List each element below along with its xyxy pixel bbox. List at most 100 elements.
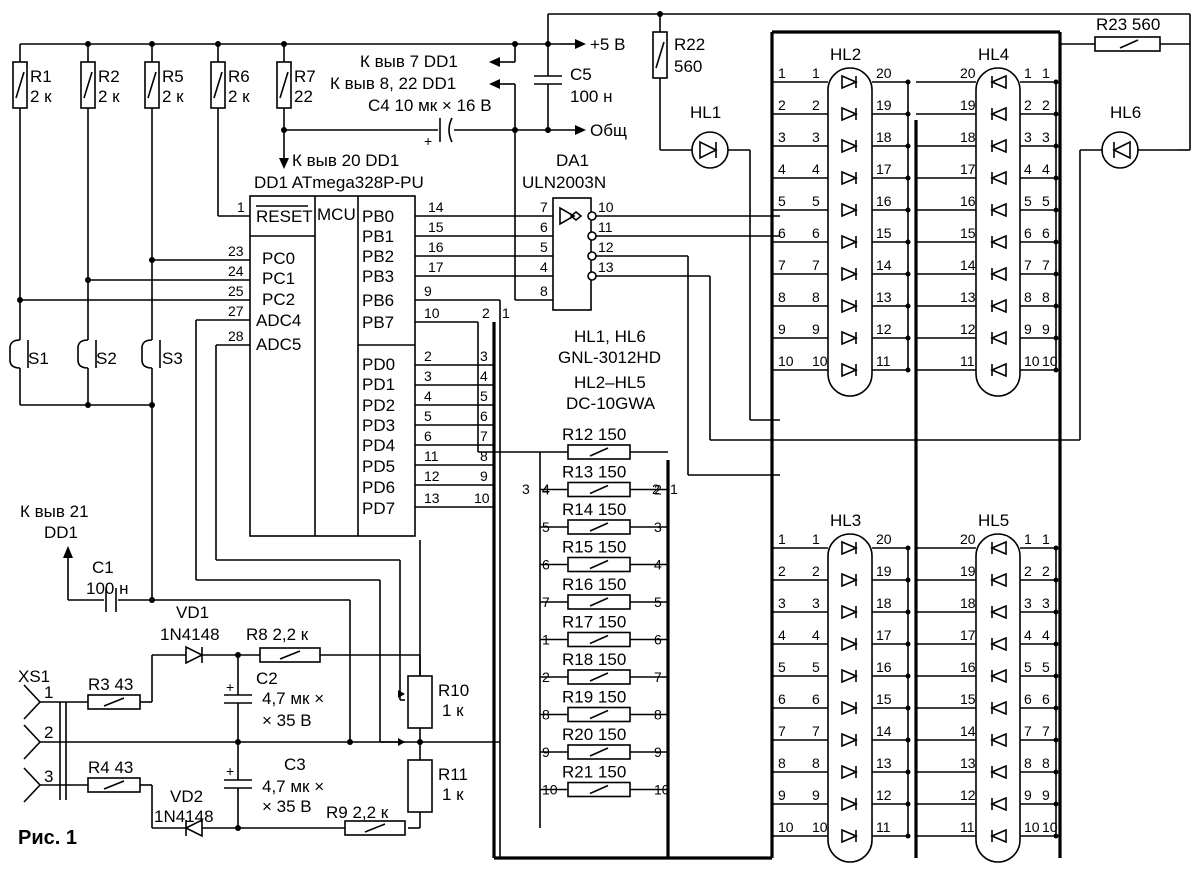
pc0-name: PC0 xyxy=(262,249,295,268)
array-right-num: 4 xyxy=(654,557,662,573)
pin-num: 8 xyxy=(1042,289,1050,305)
led-diode xyxy=(989,732,1007,748)
array-left-num: 6 xyxy=(542,557,550,573)
array-left-num: 4 xyxy=(542,482,550,498)
pin-num: 8 xyxy=(778,755,786,771)
pin-num: 19 xyxy=(876,97,892,113)
pin-num: 1 xyxy=(812,531,820,547)
array-right-num: 2 xyxy=(654,482,662,498)
pin-num: 10 xyxy=(812,353,828,369)
pin-23: 23 xyxy=(228,243,244,259)
led-diode xyxy=(841,362,859,378)
pd6-name: PD6 xyxy=(362,478,395,497)
array-right-num: 9 xyxy=(654,744,662,760)
pin-num: 4 xyxy=(778,161,786,177)
vd2-val: 1N4148 xyxy=(154,807,214,826)
da1-part: ULN2003N xyxy=(522,173,606,192)
r23-label: R23 560 xyxy=(1096,15,1160,34)
pin-num: 6 xyxy=(812,691,820,707)
pin-14: 14 xyxy=(428,199,444,215)
led-diode xyxy=(989,74,1007,90)
led-diode xyxy=(841,572,859,588)
pd0-name: PD0 xyxy=(362,355,395,374)
pin-num: 4 xyxy=(1042,627,1050,643)
vd2-ref: VD2 xyxy=(170,787,203,806)
pin-num: 15 xyxy=(960,225,976,241)
pin-num: 8 xyxy=(778,289,786,305)
pin-num: 6 xyxy=(1042,225,1050,241)
pin-num: 14 xyxy=(876,723,892,739)
labels: Рис. 1 +5 В Общ К выв 7 DD1 К выв 8, 22 … xyxy=(18,15,1160,849)
array-left-num: 3 xyxy=(522,481,530,497)
pd7-name: PD7 xyxy=(362,499,395,518)
pin-num: 19 xyxy=(876,563,892,579)
pin-2: 2 xyxy=(424,348,432,364)
led-diode xyxy=(989,604,1007,620)
da1-out-13: 13 xyxy=(598,259,614,275)
pin-num: 17 xyxy=(876,161,892,177)
array-left-num: 7 xyxy=(542,594,550,610)
array-left-num: 9 xyxy=(542,744,550,760)
pd2-name: PD2 xyxy=(362,396,395,415)
pin-1: 1 xyxy=(237,199,245,215)
pb7-name: PB7 xyxy=(362,313,394,332)
led-diode xyxy=(841,668,859,684)
led-diode xyxy=(841,106,859,122)
pin-3: 3 xyxy=(424,368,432,384)
legend-dc: DC-10GWA xyxy=(566,394,656,413)
led-diode xyxy=(989,330,1007,346)
r5-val: 2 к xyxy=(162,87,184,106)
da1-title: DA1 xyxy=(556,151,589,170)
pin-num: 18 xyxy=(876,129,892,145)
pin-num: 6 xyxy=(1024,225,1032,241)
r22-val: 560 xyxy=(674,57,702,76)
pin-num: 3 xyxy=(778,595,786,611)
pin-num: 19 xyxy=(960,563,976,579)
xs1-pin-1: 1 xyxy=(44,683,53,702)
pin-num: 14 xyxy=(960,723,976,739)
pin-24: 24 xyxy=(228,263,244,279)
pb3-name: PB3 xyxy=(362,267,394,286)
array-right-num: 2 xyxy=(652,481,660,497)
r23-hl6 xyxy=(710,36,1191,441)
mcu-dd1 xyxy=(249,195,416,537)
da1-out-10: 10 xyxy=(598,199,614,215)
led-diode xyxy=(989,796,1007,812)
array-right-num: 5 xyxy=(654,594,662,610)
pin-num: 18 xyxy=(960,129,976,145)
hl1-label: HL1 xyxy=(690,103,721,122)
led-diode xyxy=(841,636,859,652)
led-diode xyxy=(841,170,859,186)
pin-num: 5 xyxy=(812,193,820,209)
pin-num: 7 xyxy=(1042,257,1050,273)
pd5-name: PD5 xyxy=(362,457,395,476)
pin-num: 1 xyxy=(1024,65,1032,81)
pin-num: 12 xyxy=(960,787,976,803)
pin-num: 1 xyxy=(778,65,786,81)
top-resistors xyxy=(12,61,292,300)
pin-num: 11 xyxy=(876,353,891,369)
pin-11: 11 xyxy=(424,448,439,464)
pin-num: 8 xyxy=(1024,289,1032,305)
r22-ref: R22 xyxy=(674,35,705,54)
xs1-label: XS1 xyxy=(18,667,50,686)
led-diode xyxy=(989,668,1007,684)
pin-num: 11 xyxy=(960,819,975,835)
led-diode xyxy=(989,636,1007,652)
array-resistor-label: R18 150 xyxy=(562,650,626,669)
pin-num: 2 xyxy=(1042,563,1050,579)
da1-in-8: 8 xyxy=(540,283,548,299)
pin-6: 6 xyxy=(424,428,432,444)
pin-16: 16 xyxy=(428,239,444,255)
r11-val: 1 к xyxy=(442,785,464,804)
da1-out-12: 12 xyxy=(598,239,614,255)
gnd-label: Общ xyxy=(590,121,627,140)
pin-num: 16 xyxy=(876,193,892,209)
led-diode xyxy=(989,266,1007,282)
led-diode xyxy=(841,330,859,346)
c4-plus: + xyxy=(424,133,432,149)
pin-num: 9 xyxy=(1024,787,1032,803)
pin-num: 20 xyxy=(960,531,976,547)
array-right-num: 8 xyxy=(654,707,662,723)
pin-num: 10 xyxy=(1024,819,1040,835)
